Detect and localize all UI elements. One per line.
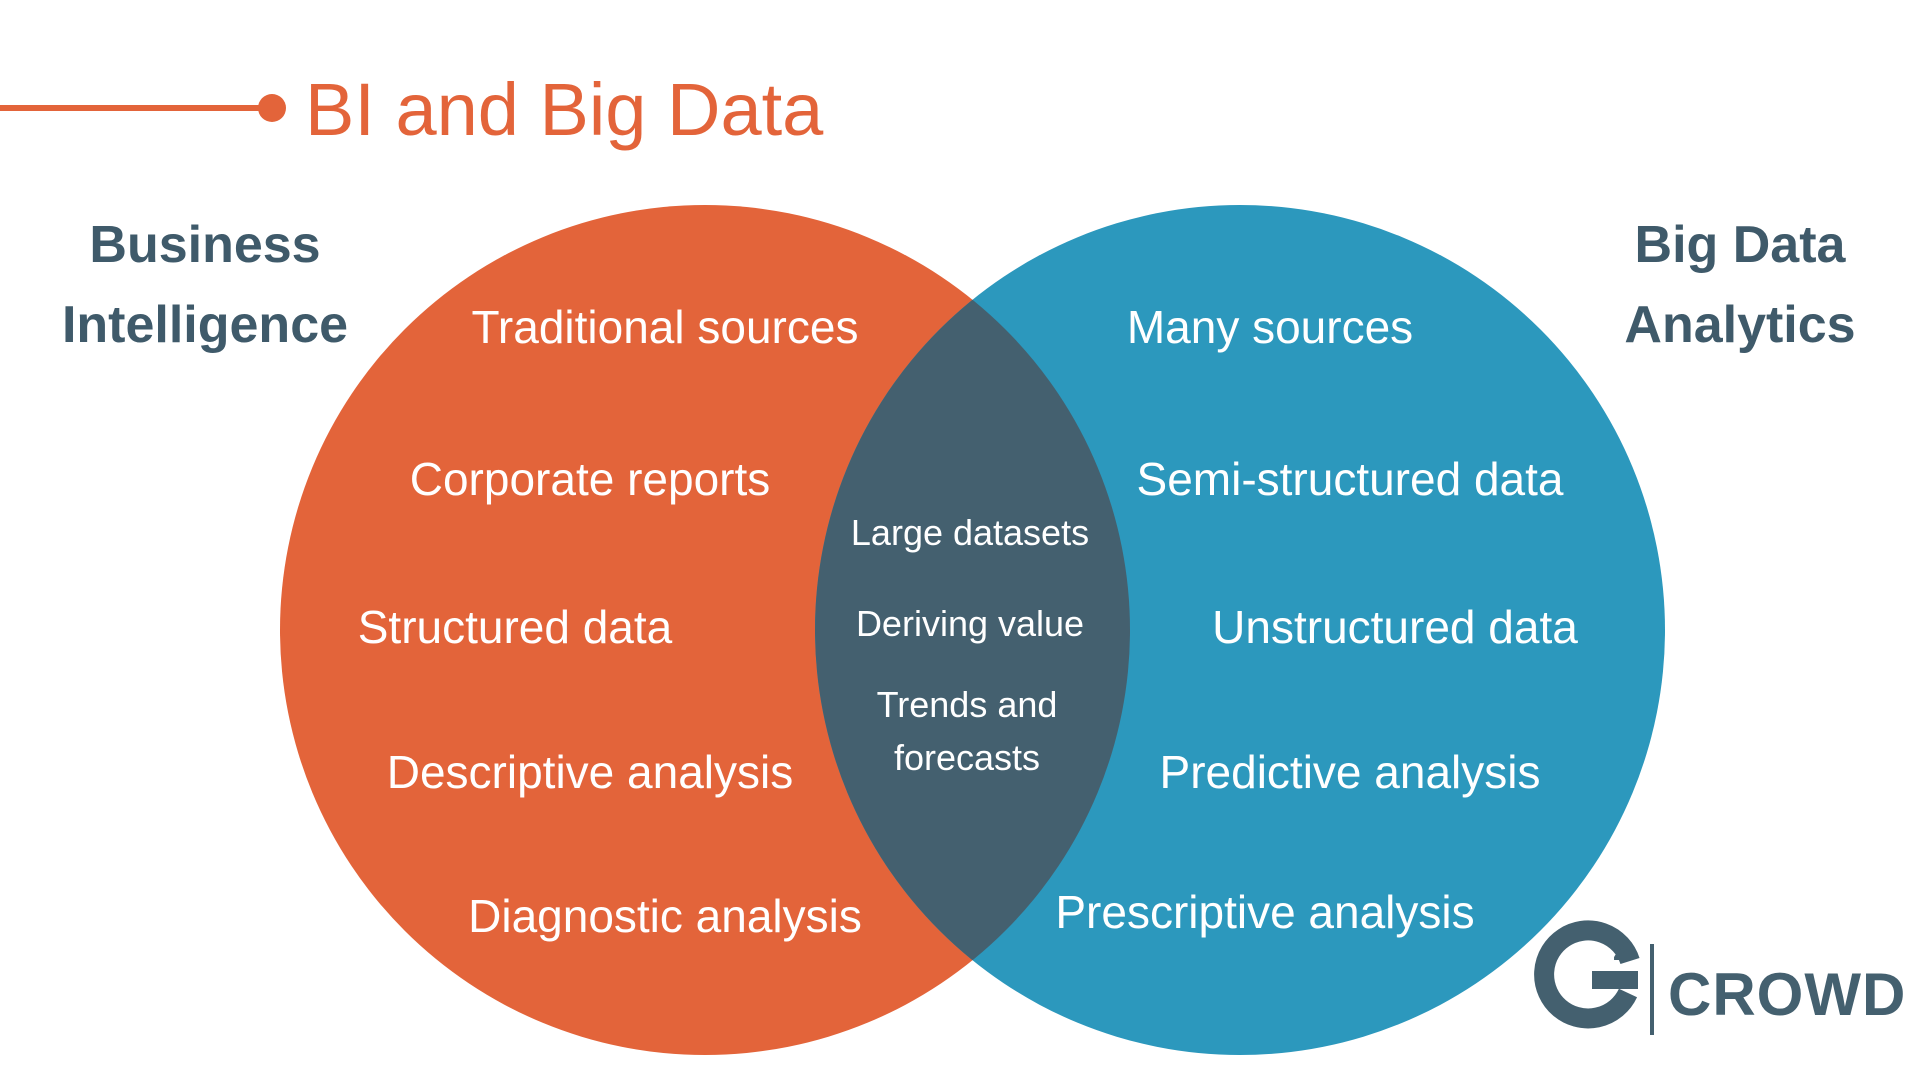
left-label: Business Intelligence [62, 216, 348, 354]
overlap-region [815, 205, 1130, 1055]
bi-items: Traditional sources Corporate reports St… [358, 301, 862, 942]
bi-item: Traditional sources [472, 301, 859, 353]
overlap-item: Deriving value [856, 603, 1084, 644]
g-mark-icon [1534, 920, 1640, 1029]
right-label-line1: Big Data [1635, 216, 1847, 274]
bda-item: Unstructured data [1212, 601, 1578, 653]
bi-item: Descriptive analysis [387, 746, 793, 798]
page-title: BI and Big Data [305, 68, 824, 151]
overlap-item-line2: forecasts [894, 737, 1040, 778]
overlap-item: Large datasets [851, 512, 1089, 553]
bda-item: Many sources [1127, 301, 1413, 353]
left-label-line1: Business [89, 216, 320, 274]
title-dot-icon [258, 94, 286, 122]
g2-crowd-logo-icon: 2 CROWD [1534, 920, 1906, 1035]
right-label: Big Data Analytics [1624, 216, 1855, 354]
logo-superscript: 2 [1613, 934, 1630, 967]
bda-item: Semi-structured data [1137, 453, 1564, 505]
bda-items: Many sources Semi-structured data Unstru… [1055, 301, 1578, 938]
right-label-line2: Analytics [1624, 296, 1855, 354]
bi-item: Diagnostic analysis [468, 890, 862, 942]
title-group: BI and Big Data [0, 68, 824, 151]
overlap-items: Large datasets Deriving value Trends and… [851, 512, 1089, 778]
bda-item: Predictive analysis [1160, 746, 1541, 798]
overlap-item-line1: Trends and [877, 684, 1058, 725]
bi-item: Structured data [358, 601, 673, 653]
left-label-line2: Intelligence [62, 296, 348, 354]
logo-wordmark: CROWD [1668, 961, 1906, 1028]
bi-item: Corporate reports [410, 453, 771, 505]
bda-item: Prescriptive analysis [1055, 886, 1474, 938]
